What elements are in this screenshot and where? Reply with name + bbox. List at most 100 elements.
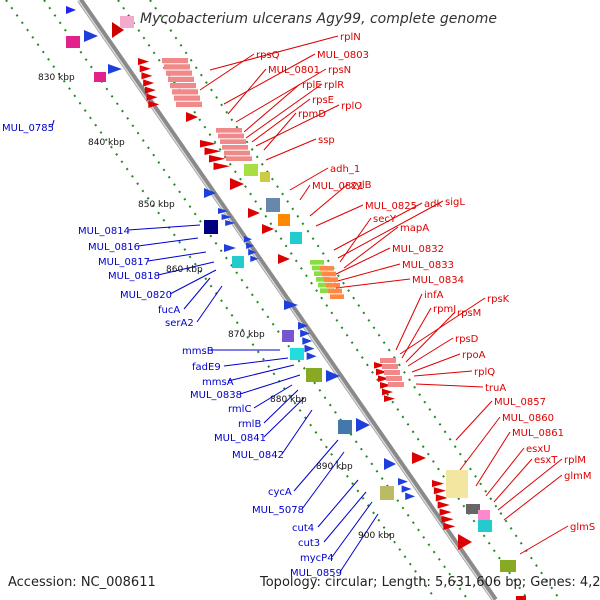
gene-feature: [278, 214, 290, 226]
gene-feature: [437, 501, 450, 509]
gene-label-reverse: MUL_0816: [88, 242, 140, 253]
leader-line: [263, 112, 297, 151]
gene-feature: [320, 288, 334, 293]
gene-label-forward: MUL_0860: [502, 413, 554, 424]
leader-line: [485, 447, 525, 497]
gene-label-forward: rplM: [564, 455, 586, 466]
gene-feature: [382, 388, 393, 396]
map-title: Mycobacterium ulcerans Agy99, complete g…: [140, 11, 497, 27]
gene-label-forward: rplN: [340, 32, 361, 43]
gene-feature: [432, 480, 445, 488]
gene-feature: [112, 22, 124, 38]
gene-feature: [326, 283, 340, 288]
gene-feature: [266, 198, 280, 212]
leader-line: [51, 119, 55, 128]
leader-line: [245, 83, 323, 139]
leader-line: [411, 353, 461, 373]
leader-line: [413, 370, 473, 377]
gene-feature: [282, 330, 294, 342]
gene-feature: [284, 300, 298, 310]
gene-feature: [298, 322, 308, 330]
gene-feature: [141, 72, 153, 80]
gene-feature: [376, 368, 387, 376]
gene-label-forward: rpsE: [312, 95, 334, 106]
gene-feature: [382, 364, 398, 369]
leader-line: [455, 400, 493, 441]
gene-feature: [478, 520, 492, 532]
leader-line: [503, 474, 563, 521]
gene-feature: [164, 64, 190, 70]
gene-feature: [232, 256, 244, 268]
gene-feature: [139, 65, 151, 73]
gene-feature: [218, 208, 228, 214]
gene-label-forward: MUL_0825: [365, 201, 417, 212]
gene-feature: [262, 224, 274, 234]
tick-label: 830 kbp: [38, 73, 75, 83]
dots-inner-outer: [5, 0, 437, 600]
gene-label-reverse: MUL_0817: [98, 257, 150, 268]
gene-label-reverse: MUL_5078: [252, 505, 304, 516]
gene-feature: [386, 376, 402, 381]
gene-feature: [356, 418, 370, 432]
gene-feature: [143, 79, 155, 87]
gene-label-forward: truA: [485, 383, 506, 394]
leader-line: [339, 217, 372, 263]
gene-label-forward: esxT: [534, 455, 558, 466]
gene-label-reverse: fucA: [158, 305, 180, 316]
gene-feature: [248, 249, 257, 256]
gene-feature: [380, 382, 391, 389]
gene-feature: [384, 395, 395, 402]
gene-feature: [166, 70, 192, 76]
gene-feature: [174, 95, 200, 101]
gene-label-forward: rpsN: [328, 65, 351, 76]
gene-feature: [326, 370, 340, 382]
gene-label-forward: sigL: [445, 197, 465, 208]
gene-feature: [304, 344, 315, 353]
leader-line: [335, 278, 411, 289]
gene-feature: [384, 370, 400, 375]
accession-text: Accession: NC_008611: [8, 575, 156, 590]
gene-feature: [328, 288, 342, 294]
gene-feature: [172, 89, 198, 95]
leader-line: [323, 491, 367, 543]
gene-label-reverse: MUL_0818: [108, 271, 160, 282]
leader-line: [183, 277, 211, 310]
leader-line: [407, 337, 454, 367]
tick-label: 890 kbp: [316, 462, 353, 472]
leader-line: [331, 247, 391, 277]
dots-inner: [43, 0, 469, 600]
gene-feature: [388, 382, 404, 387]
gene-feature: [384, 458, 396, 470]
gene-label-reverse: cut4: [292, 523, 314, 534]
gene-feature: [478, 510, 490, 520]
gene-feature: [244, 164, 258, 176]
leader-line: [251, 98, 311, 143]
gene-feature: [226, 156, 252, 161]
gene-label-reverse: MUL_0838: [190, 390, 242, 401]
leader-line: [137, 237, 199, 247]
gene-label-forward: MUL_0834: [412, 275, 464, 286]
leader-line: [223, 53, 316, 105]
leader-line: [243, 83, 301, 133]
gene-feature: [224, 244, 236, 252]
gene-label-forward: MUL_0801: [268, 65, 320, 76]
gene-feature: [380, 358, 396, 363]
leader-line: [293, 439, 339, 492]
gene-feature: [443, 522, 456, 530]
gene-feature: [306, 352, 317, 360]
gene-label-forward: glmM: [564, 471, 592, 482]
gene-label-forward: rpmD: [298, 109, 326, 120]
gene-label-forward: MUL_0832: [392, 244, 444, 255]
gene-feature: [94, 72, 106, 82]
gene-feature: [230, 178, 244, 190]
leader-line: [263, 389, 299, 424]
gene-label-reverse: fadE9: [192, 362, 221, 373]
gene-feature: [314, 271, 328, 276]
leader-line: [337, 200, 444, 259]
leader-line: [395, 293, 423, 351]
gene-feature: [466, 504, 480, 514]
gene-feature: [244, 236, 252, 243]
leader-line: [255, 104, 340, 147]
